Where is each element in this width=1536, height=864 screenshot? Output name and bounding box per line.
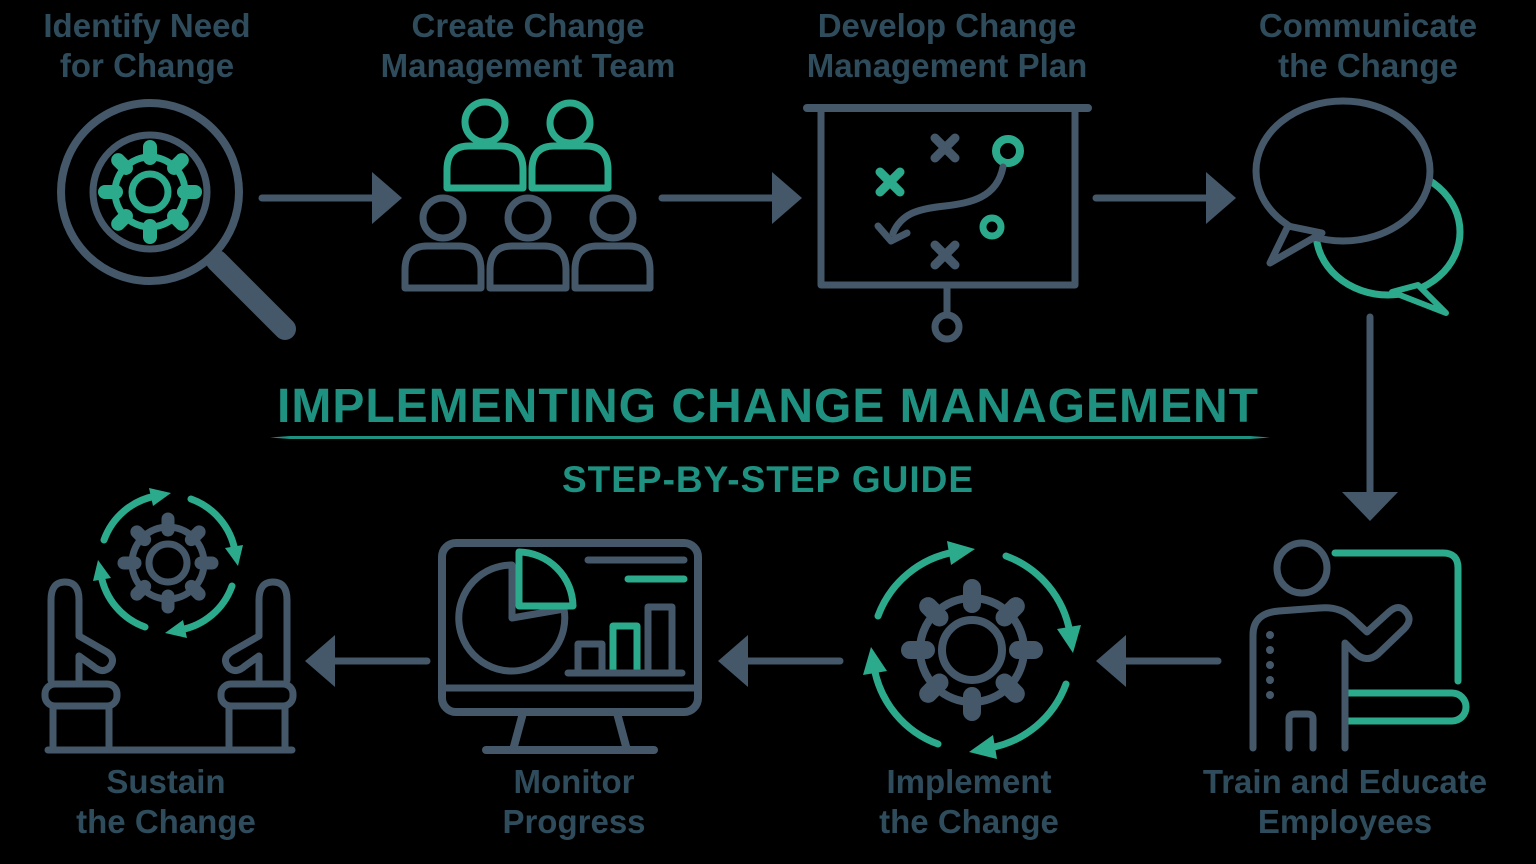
x-mark-dark-top xyxy=(930,133,960,163)
pie-slice-green xyxy=(515,548,577,610)
magnifier-handle xyxy=(206,250,296,340)
gear-cycle-icon xyxy=(863,541,1081,759)
step-label-identify-need: Identify Need for Change xyxy=(43,7,251,84)
step-label-train: Train and Educate Employees xyxy=(1202,763,1488,840)
arrow-left-2-icon xyxy=(718,635,844,687)
trainer-presentation-icon xyxy=(1249,539,1470,752)
dark-bubble xyxy=(1252,97,1434,245)
strategy-board-icon xyxy=(803,104,1092,343)
arrow-right-1-icon xyxy=(258,172,402,224)
arrow-down-icon xyxy=(1342,313,1398,521)
title-block: IMPLEMENTING CHANGE MANAGEMENT xyxy=(0,382,1536,432)
team-icon xyxy=(401,98,654,292)
bar-chart xyxy=(564,603,686,677)
step-label-create-team: Create Change Management Team xyxy=(380,7,676,84)
main-title: IMPLEMENTING CHANGE MANAGEMENT xyxy=(277,380,1259,433)
subtitle: STEP-BY-STEP GUIDE xyxy=(561,459,975,500)
arrow-right-2-icon xyxy=(658,172,802,224)
o-mark-large xyxy=(992,135,1024,167)
o-mark-small xyxy=(979,214,1005,240)
right-hand xyxy=(217,578,297,750)
step-label-develop-plan: Develop Change Management Plan xyxy=(806,7,1088,84)
gear-icon xyxy=(98,140,202,244)
pie-chart xyxy=(455,561,569,675)
gear-icon-small xyxy=(117,512,219,614)
hands-holding-gear-icon xyxy=(41,488,297,754)
subtitle-block: STEP-BY-STEP GUIDE xyxy=(0,446,1536,500)
training-board xyxy=(1331,549,1462,685)
arrow-left-3-icon xyxy=(305,635,431,687)
step-label-monitor: Monitor Progress xyxy=(502,763,646,840)
gear-icon-large xyxy=(901,579,1043,721)
presenter-head xyxy=(1273,539,1331,597)
step-label-implement: Implement the Change xyxy=(879,763,1059,840)
arrow-right-3-icon xyxy=(1092,172,1236,224)
title-underline xyxy=(270,436,1270,439)
step-label-communicate: Communicate the Change xyxy=(1258,7,1478,84)
speech-bubbles-icon xyxy=(1252,97,1464,316)
step-label-sustain: Sustain the Change xyxy=(76,763,256,840)
strategy-curve xyxy=(889,163,1007,237)
presenter-body xyxy=(1249,604,1413,752)
cycle-arrows-small xyxy=(93,488,243,638)
x-mark-green xyxy=(875,167,905,197)
presenter-buttons xyxy=(1266,631,1274,699)
left-hand xyxy=(41,578,121,750)
cycle-arrows xyxy=(863,541,1081,759)
x-mark-dark-bottom xyxy=(930,240,960,270)
arrow-left-1-icon xyxy=(1096,635,1222,687)
monitor-charts-icon xyxy=(438,539,702,754)
magnifier-gear-icon xyxy=(57,99,296,340)
